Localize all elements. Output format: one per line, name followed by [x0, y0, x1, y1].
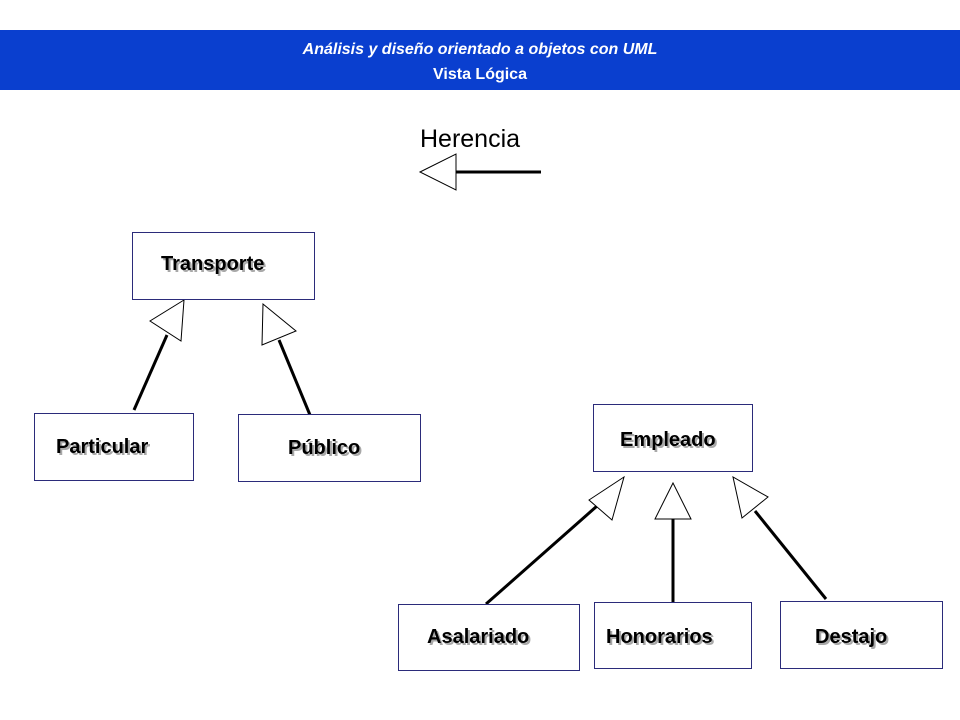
edge-asalariado-empleado	[485, 504, 598, 606]
edge-publico-transporte	[277, 339, 312, 416]
class-label-asalariado: Asalariado	[427, 626, 530, 648]
arrowhead-particular-transporte	[149, 299, 185, 342]
edge-particular-transporte	[132, 334, 169, 411]
class-label-transporte: Transporte	[161, 253, 265, 275]
class-box-transporte	[132, 232, 315, 300]
legend-arrow-head	[418, 153, 457, 191]
legend-inheritance-arrow	[418, 153, 541, 191]
legend-title: Herencia	[420, 125, 521, 153]
arrowhead-publico-transporte	[261, 302, 297, 346]
header-title: Análisis y diseño orientado a objetos co…	[302, 41, 658, 58]
class-box-asalariado	[398, 604, 580, 671]
class-box-empleado	[593, 404, 753, 472]
class-box-honorarios	[594, 602, 752, 669]
class-box-publico	[238, 414, 421, 482]
header-banner: Análisis y diseño orientado a objetos co…	[0, 30, 960, 90]
class-label-particular: Particular	[56, 436, 149, 458]
edge-destajo-empleado	[753, 510, 828, 600]
class-box-particular	[34, 413, 194, 481]
header-subtitle: Vista Lógica	[433, 66, 527, 83]
arrowhead-destajo-empleado	[732, 476, 769, 519]
class-box-destajo	[780, 601, 943, 669]
class-label-destajo: Destajo	[815, 626, 888, 648]
class-label-publico: Público	[288, 437, 361, 459]
arrowhead-asalariado-empleado	[588, 475, 625, 521]
class-label-empleado: Empleado	[620, 429, 716, 451]
class-label-honorarios: Honorarios	[606, 626, 713, 648]
arrowhead-honorarios-empleado	[654, 481, 692, 520]
